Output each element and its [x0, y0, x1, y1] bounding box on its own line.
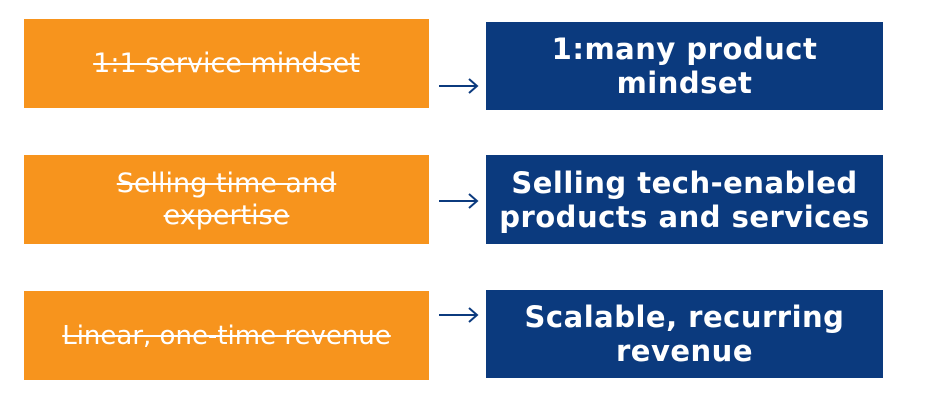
right-arrow-icon	[437, 191, 481, 211]
old-mindset-box-2: Selling time and expertise	[24, 155, 429, 244]
new-mindset-label-1: 1:many product mindset	[551, 32, 818, 100]
new-mindset-box-3: Scalable, recurring revenue	[486, 290, 883, 378]
old-mindset-label-2: Selling time and expertise	[116, 167, 337, 231]
old-mindset-label-1: 1:1 service mindset	[93, 47, 360, 79]
old-mindset-box-3: Linear, one-time revenue	[24, 291, 429, 380]
right-arrow-icon	[437, 305, 481, 325]
new-mindset-box-1: 1:many product mindset	[486, 22, 883, 110]
right-arrow-icon	[437, 76, 481, 96]
new-mindset-label-2: Selling tech-enabled products and servic…	[499, 165, 870, 234]
old-mindset-label-3: Linear, one-time revenue	[62, 320, 391, 351]
old-mindset-box-1: 1:1 service mindset	[24, 19, 429, 108]
new-mindset-box-2: Selling tech-enabled products and servic…	[486, 155, 883, 244]
new-mindset-label-3: Scalable, recurring revenue	[524, 300, 845, 368]
